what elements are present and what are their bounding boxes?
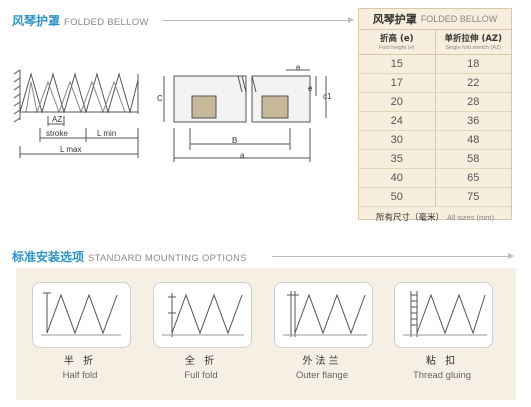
header-fold-height: 折高 (e) Fold height (e) — [359, 30, 435, 54]
option-card-full-fold — [153, 282, 252, 348]
title-rule — [162, 20, 348, 21]
cell-az: 48 — [434, 131, 512, 149]
section2-rule — [272, 256, 508, 257]
outer-flange-icon — [283, 291, 367, 337]
cross-section-diagram — [163, 69, 327, 162]
half-fold-icon — [41, 292, 121, 336]
cell-az: 28 — [434, 93, 512, 111]
title-rule-arrow — [348, 17, 354, 23]
cell-e: 35 — [390, 153, 403, 165]
cell-e: 20 — [390, 96, 403, 108]
cell-az: 18 — [434, 55, 512, 73]
cell-e: 17 — [390, 77, 403, 89]
table-row: 35 58 — [359, 150, 511, 169]
header-col1-en: Fold height (e) — [379, 45, 415, 51]
section2-title-en: STANDARD MOUNTING OPTIONS — [88, 253, 247, 264]
option-label-full-fold: 全 折 Full fold — [141, 352, 261, 381]
cell-az: 58 — [434, 150, 512, 168]
mounting-options-panel: 半 折 Half fold 全 折 Full fold 外法兰 Outer — [16, 268, 516, 400]
option-card-outer-flange — [274, 282, 373, 348]
option-label-half-fold: 半 折 Half fold — [20, 352, 140, 381]
table-title-en: FOLDED BELLOW — [420, 14, 498, 24]
footer-zh: 所有尺寸（毫米） — [375, 213, 444, 223]
option-en: Outer flange — [295, 370, 349, 381]
cell-az: 65 — [434, 169, 512, 187]
dim-e-side: e — [308, 84, 313, 93]
cell-az: 22 — [434, 74, 512, 92]
option-zh: 粘 扣 — [425, 356, 459, 367]
dim-lmax: L max — [60, 145, 82, 154]
dim-stroke: stroke — [46, 129, 68, 138]
cell-az: 36 — [434, 112, 512, 130]
option-en: Thread gluing — [412, 370, 472, 381]
dim-az: AZ — [52, 115, 63, 124]
table-row: 40 65 — [359, 169, 511, 188]
table-row: 50 75 — [359, 188, 511, 207]
cell-e: 40 — [390, 172, 403, 184]
table-title-zh: 风琴护罩 — [372, 13, 417, 26]
option-label-outer-flange: 外法兰 Outer flange — [262, 352, 382, 381]
thread-gluing-icon — [403, 291, 487, 337]
footer-en: All sizes (mm) — [446, 213, 495, 222]
table-header: 折高 (e) Fold height (e) 单折拉伸 (AZ) Single … — [359, 30, 511, 55]
header-col1-zh: 折高 (e) — [380, 34, 414, 44]
header-col2-zh: 单折拉伸 (AZ) — [444, 34, 502, 44]
option-zh: 外法兰 — [302, 356, 342, 367]
cell-e: 24 — [390, 115, 403, 127]
table-footer: 所有尺寸（毫米）All sizes (mm) — [359, 207, 511, 225]
dim-e-top: e — [296, 63, 301, 72]
dim-b: B — [232, 136, 238, 145]
table-row: 24 36 — [359, 112, 511, 131]
bellow-dimension-diagram — [13, 69, 139, 158]
section-title-en: FOLDED BELLOW — [64, 17, 149, 28]
section-title-zh: 风琴护罩 — [12, 14, 61, 28]
header-col2-en: Single fold stretch (AZ) — [445, 45, 502, 51]
option-card-thread-gluing — [394, 282, 493, 348]
table-row: 30 48 — [359, 131, 511, 150]
section2-title-zh: 标准安装选项 — [12, 250, 85, 264]
full-fold-icon — [162, 293, 244, 337]
option-label-thread-gluing: 粘 扣 Thread gluing — [382, 352, 502, 381]
dim-lmin: L min — [97, 129, 117, 138]
cell-az: 75 — [434, 188, 512, 206]
dim-a: a — [240, 151, 245, 160]
section2-rule-arrow — [508, 253, 514, 259]
header-fold-stretch: 单折拉伸 (AZ) Single fold stretch (AZ) — [434, 30, 512, 54]
option-zh: 半 折 — [63, 356, 97, 367]
cell-e: 50 — [390, 191, 403, 203]
option-en: Half fold — [62, 370, 98, 381]
cell-e: 15 — [390, 58, 403, 70]
option-zh: 全 折 — [184, 356, 218, 367]
option-card-half-fold — [32, 282, 131, 348]
dim-c1: c1 — [323, 92, 332, 101]
dim-c: C — [157, 94, 163, 103]
cell-e: 30 — [390, 134, 403, 146]
option-en: Full fold — [184, 370, 218, 381]
